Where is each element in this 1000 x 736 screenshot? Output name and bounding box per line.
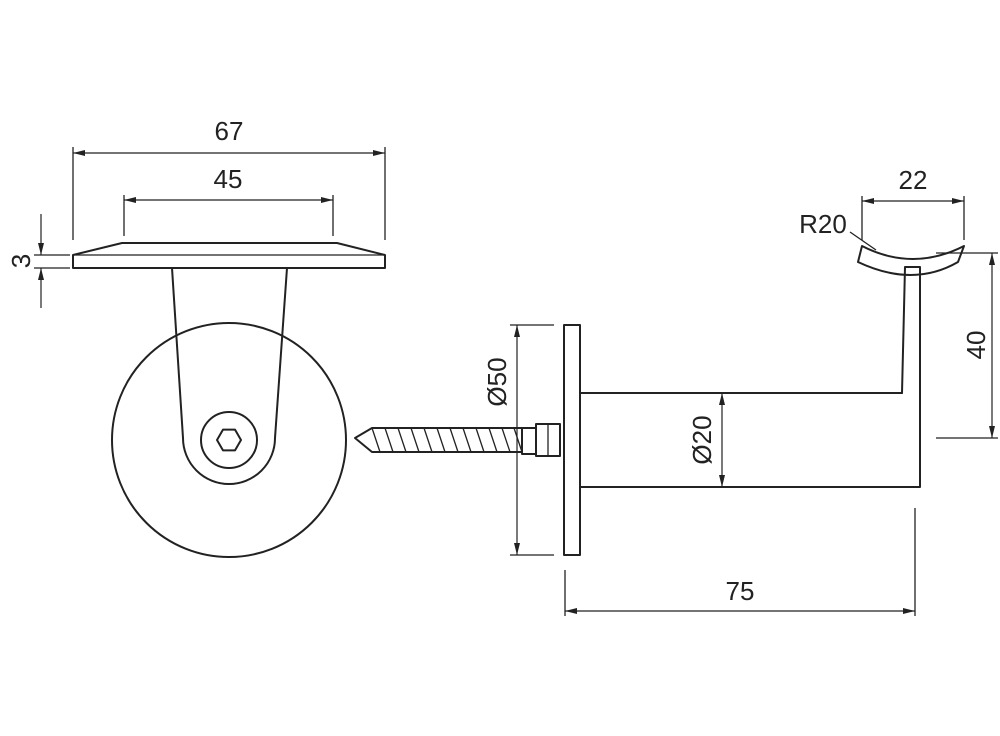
hex-socket-icon bbox=[216, 428, 242, 452]
dim-label-45: 45 bbox=[214, 164, 243, 194]
dim-label-r20: R20 bbox=[799, 209, 847, 239]
dim-label-75: 75 bbox=[726, 576, 755, 606]
dim-flange-diameter: Ø50 bbox=[482, 324, 554, 556]
dim-label-67: 67 bbox=[215, 116, 244, 146]
dim-plate-thickness: 3 bbox=[6, 214, 70, 308]
bracket-arm bbox=[171, 267, 288, 485]
flange bbox=[563, 324, 581, 556]
dim-saddle-height: 40 bbox=[936, 252, 998, 439]
dim-saddle-radius: R20 bbox=[799, 209, 877, 251]
hex-socket-circle bbox=[200, 411, 258, 469]
post bbox=[901, 266, 921, 488]
side-view bbox=[354, 245, 965, 556]
dim-tube-diameter: Ø20 bbox=[687, 393, 725, 487]
tube bbox=[579, 392, 903, 488]
wood-screw bbox=[354, 423, 561, 457]
front-view bbox=[72, 242, 386, 558]
dim-label-o50: Ø50 bbox=[482, 357, 512, 406]
dim-hole-spacing: 45 bbox=[123, 164, 334, 236]
saddle-cup bbox=[857, 245, 965, 276]
wall-rose-disc bbox=[111, 322, 347, 558]
dim-saddle-width: 22 bbox=[861, 165, 965, 240]
dim-projection-length: 75 bbox=[564, 508, 916, 616]
dim-plate-width: 67 bbox=[72, 116, 386, 240]
dim-label-3: 3 bbox=[6, 254, 36, 268]
dim-label-40: 40 bbox=[961, 331, 991, 360]
dim-label-22: 22 bbox=[899, 165, 928, 195]
dim-label-o20: Ø20 bbox=[687, 415, 717, 464]
